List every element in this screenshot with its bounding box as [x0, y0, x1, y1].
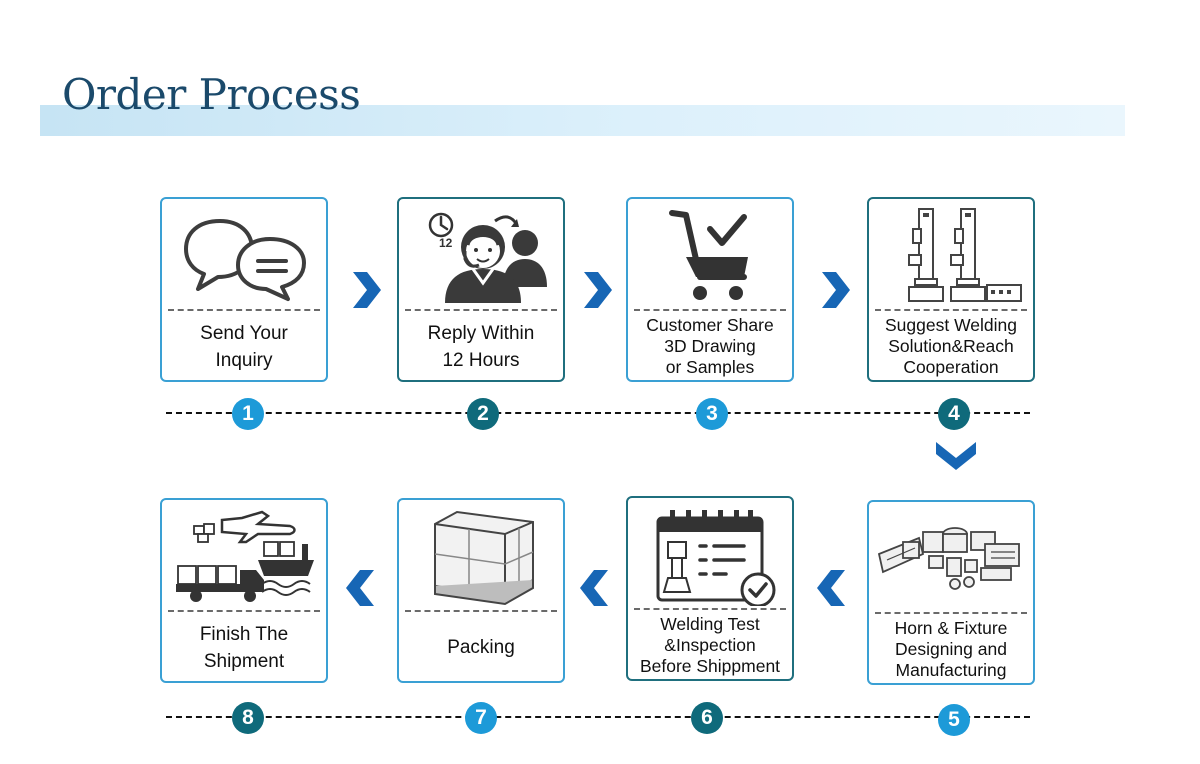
arrow-down-icon	[936, 442, 976, 470]
timeline-top	[166, 412, 1030, 414]
pallet-box-icon	[434, 510, 534, 606]
step-label-2: Reply Within 12 Hours	[427, 322, 535, 371]
step-card-5: Horn & Fixture Designing and Manufacturi…	[867, 500, 1035, 685]
step-card-3: Customer Share 3D Drawing or Samples	[626, 197, 794, 382]
shipping-transport-icon	[176, 510, 314, 602]
chat-bubbles-icon	[184, 219, 306, 301]
card-divider	[168, 309, 320, 311]
calendar-inspection-icon	[656, 510, 776, 606]
arrow-left-icon	[580, 570, 608, 606]
arrow-right-icon	[353, 272, 381, 308]
step-badge-7: 7	[465, 702, 497, 734]
cart-check-icon	[669, 210, 748, 300]
step-badge-8: 8	[232, 702, 264, 734]
step-label-5: Horn & Fixture Designing and Manufacturi…	[894, 618, 1008, 680]
step-badge-5: 5	[938, 704, 970, 736]
card-divider	[875, 309, 1027, 311]
step-card-7: Packing	[397, 498, 565, 683]
arrow-left-icon	[817, 570, 845, 606]
step-label-4: Suggest Welding Solution&Reach Cooperati…	[885, 315, 1017, 377]
card-divider	[634, 608, 786, 610]
clock-label: 12	[439, 236, 453, 250]
card-divider	[875, 612, 1027, 614]
step-card-8: Finish The Shipment	[160, 498, 328, 683]
card-divider	[405, 309, 557, 311]
welding-machine-icon	[908, 208, 1022, 302]
step-badge-6: 6	[691, 702, 723, 734]
step-label-3: Customer Share 3D Drawing or Samples	[646, 315, 774, 377]
page-title: Order Process	[62, 70, 361, 119]
card-divider	[634, 309, 786, 311]
step-label-8: Finish The Shipment	[199, 623, 289, 672]
step-label-6: Welding Test &Inspection Before Shippmen…	[639, 614, 781, 676]
step-badge-4: 4	[938, 398, 970, 430]
timeline-bottom	[166, 716, 1030, 718]
card-divider	[405, 610, 557, 612]
step-badge-2: 2	[467, 398, 499, 430]
arrow-right-icon	[822, 272, 850, 308]
support-agent-icon: 12	[428, 212, 547, 303]
step-card-6: Welding Test &Inspection Before Shippmen…	[626, 496, 794, 681]
step-badge-3: 3	[696, 398, 728, 430]
step-card-2: 12 Reply Within 12 Hours	[397, 197, 565, 382]
header-band	[40, 105, 1125, 136]
step-badge-1: 1	[232, 398, 264, 430]
step-label-7: Packing	[447, 637, 515, 658]
arrow-left-icon	[346, 570, 374, 606]
step-label-1: Send Your Inquiry	[200, 322, 288, 371]
step-card-4: Suggest Welding Solution&Reach Cooperati…	[867, 197, 1035, 382]
horn-fixture-icon	[877, 527, 1020, 590]
arrow-right-icon	[584, 272, 612, 308]
card-divider	[168, 610, 320, 612]
step-card-1: Send Your Inquiry	[160, 197, 328, 382]
